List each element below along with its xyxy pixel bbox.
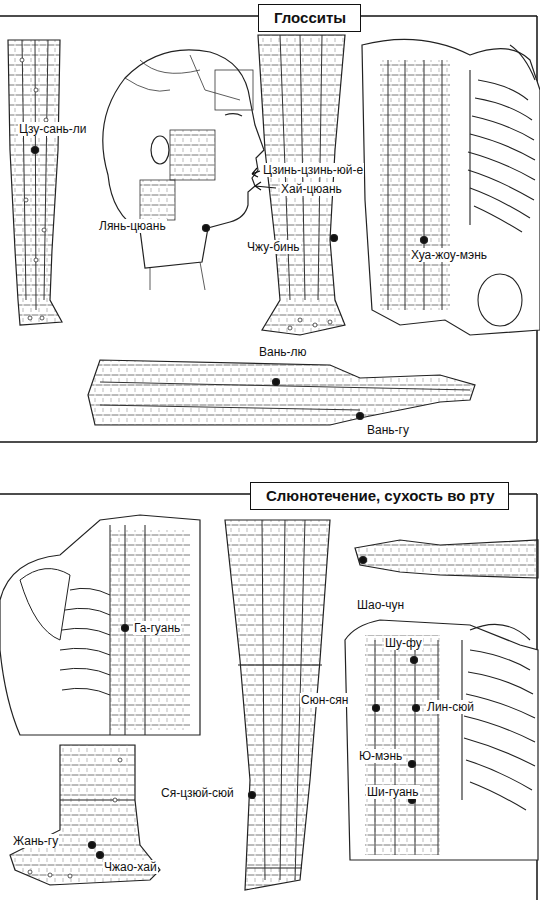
heading-text: Слюнотечение, сухость во рту — [266, 487, 493, 505]
point-label: Вань-лю — [258, 345, 308, 359]
point-label: Шу-фу — [384, 636, 423, 650]
point-label: Жань-гу — [12, 834, 59, 848]
point-label: Чжу-бинь — [246, 240, 301, 254]
point-label: Цзу-сань-ли — [18, 122, 88, 136]
point-label: Сюн-сян — [300, 693, 349, 707]
point-label: Цзинь-цзинь-юй-е — [262, 163, 364, 177]
point-label: Хай-цюань — [280, 182, 343, 196]
point-label: Лянь-цюань — [98, 219, 167, 233]
point-label: Лин-сюй — [426, 700, 475, 714]
point-label: Ши-гуань — [366, 785, 420, 799]
point-label: Чжао-хай — [103, 860, 158, 874]
point-label: Хуа-жоу-мэнь — [410, 248, 488, 262]
heading-box: Глосситы — [258, 4, 361, 32]
point-label: Шао-чун — [356, 598, 405, 612]
heading-box: Слюнотечение, сухость во рту — [250, 482, 509, 510]
point-label: Ся-цзюй-сюй — [160, 786, 235, 800]
point-label: Га-гуань — [133, 621, 181, 635]
point-label: Вань-гу — [366, 423, 410, 437]
heading-text: Глосситы — [274, 9, 345, 27]
point-label: Ю-мэнь — [358, 749, 403, 763]
